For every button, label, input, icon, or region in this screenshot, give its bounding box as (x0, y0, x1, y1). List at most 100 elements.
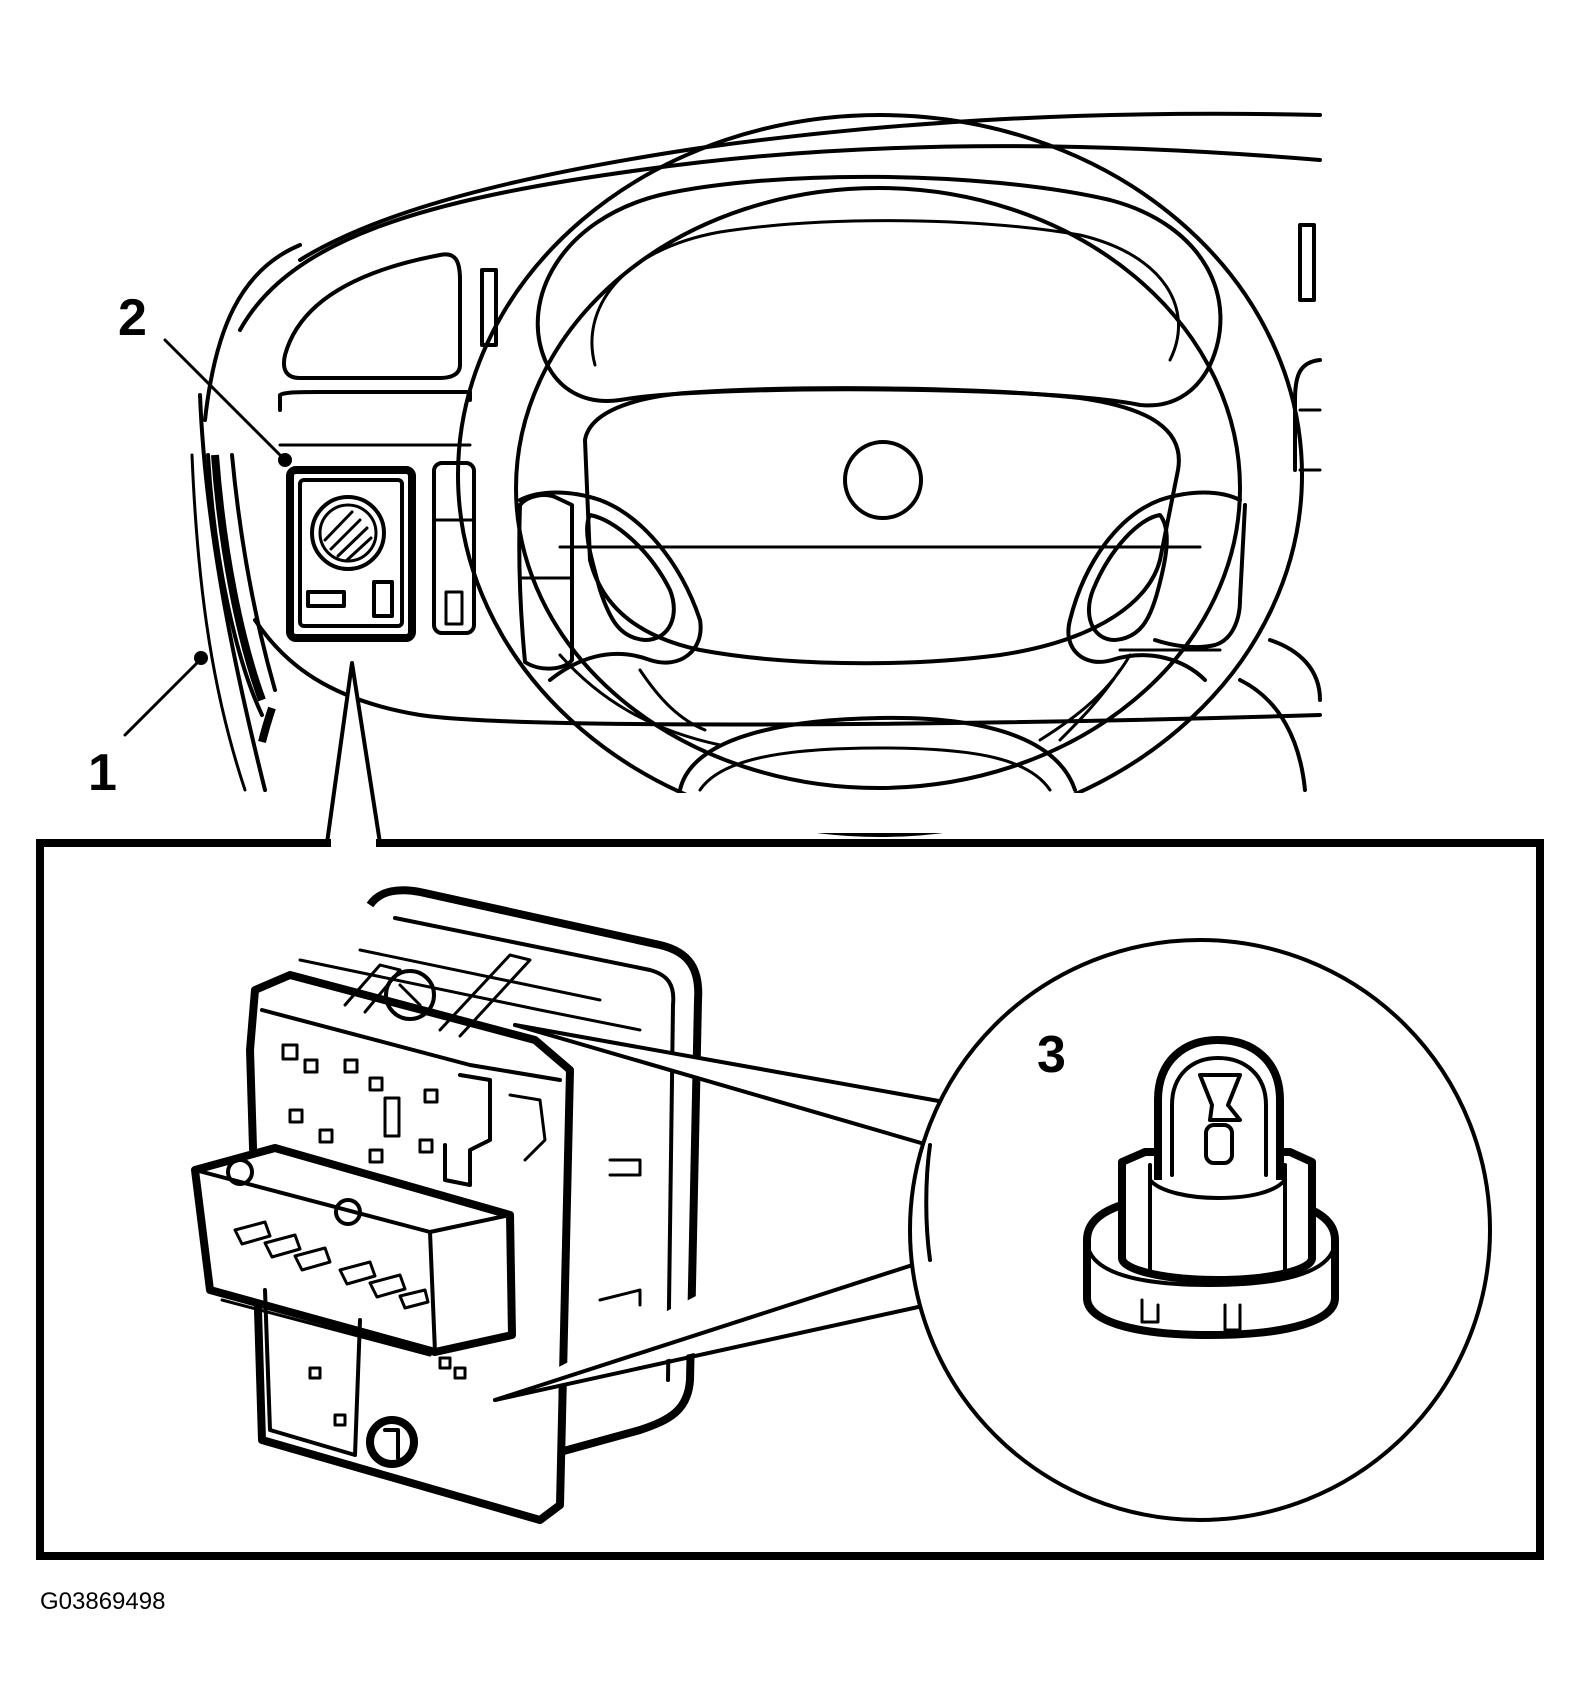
headlight-knob (310, 495, 386, 571)
horn-emblem (843, 440, 923, 520)
bulb-glass (1154, 1036, 1284, 1180)
right-spoke-button-pad (1153, 503, 1247, 650)
callout-1-dot (194, 651, 208, 665)
callout-label-3: 3 (1037, 1026, 1066, 1084)
cluster-hood (281, 252, 462, 380)
figure-id: G03869498 (40, 1588, 165, 1615)
switch-front-tab-9 (418, 1138, 434, 1154)
switch-front-tab-1 (281, 1043, 299, 1061)
lower-mount-screw (366, 1416, 418, 1468)
switch-front-tab-5 (288, 1108, 304, 1124)
switch-front-tab-6 (318, 1128, 334, 1144)
dash-left-edge (198, 393, 267, 792)
dash-top-contour-2 (238, 144, 1322, 332)
steering-wheel-rim-inner (514, 186, 1242, 790)
right-spoke-cutout (1087, 513, 1169, 642)
callout-2-leader (163, 338, 287, 462)
switch-side-rail-2 (598, 1288, 642, 1307)
upper-view-crop (240, 793, 1340, 833)
switch-front-tab-8 (368, 1148, 384, 1164)
dash-slot-upper (480, 268, 498, 347)
bulb-socket (1118, 1148, 1316, 1284)
switch-top-screw (384, 969, 436, 1021)
callout-label-1: 1 (88, 744, 117, 802)
detail-frame (36, 839, 1544, 1560)
switch-front-tab-4 (368, 1076, 384, 1092)
right-spoke-lower (1038, 653, 1132, 742)
magnifier-cone (495, 1025, 940, 1400)
connector-pin-1 (233, 1220, 272, 1246)
steering-wheel-rim-outer (456, 113, 1304, 837)
left-vent-slot (211, 454, 266, 702)
lower-tab-4 (333, 1413, 347, 1427)
left-spoke-lower (558, 653, 722, 747)
steering-wheel-upper-opening (535, 174, 1223, 408)
bulb-glass-inner (1170, 1056, 1268, 1177)
switch-housing-back-inner (393, 916, 676, 1382)
dash-top-contour (298, 111, 1322, 262)
left-spoke-outer (518, 490, 703, 682)
bulb-circle-gap-edge (924, 1143, 932, 1262)
switch-top-rib-2 (438, 953, 532, 1038)
headlight-switch-inner (298, 478, 404, 628)
left-spoke-button-pad (517, 493, 574, 671)
right-knee-contour (1238, 638, 1322, 792)
bulb-base-flange-top (1085, 1238, 1337, 1287)
switch-body-top-ridge-2 (358, 948, 602, 1002)
switch-side-rail-1 (608, 1158, 642, 1177)
bulb-filament-stem (1204, 1123, 1234, 1165)
connector-pin-5 (368, 1273, 407, 1299)
adjacent-switch-button (444, 590, 464, 626)
switch-body-top-rail (260, 1008, 562, 1082)
callout-label-2: 2 (118, 289, 147, 347)
magnifier-line-bottom (493, 1298, 952, 1402)
switch-front-slot (383, 1096, 401, 1138)
switch-front-tab-3 (343, 1058, 359, 1074)
callout-1-leader (123, 658, 202, 737)
connector-bolt-1 (226, 1158, 254, 1186)
lower-tab-3 (453, 1366, 467, 1380)
connector-front-face (428, 1230, 437, 1354)
steering-column-shroud (678, 715, 1077, 792)
cluster-hood-inner (278, 390, 472, 412)
detail-view (36, 838, 1544, 1560)
headlight-switch-button-right (372, 580, 394, 618)
magnifier-wedge (493, 1023, 930, 1402)
connector-pin-3 (293, 1246, 332, 1272)
dash-slot-right (1298, 223, 1316, 302)
headlight-switch-button-left (306, 590, 346, 608)
adjacent-switch-panel (432, 461, 476, 635)
bulb-filament (1198, 1073, 1242, 1122)
switch-latch (443, 1073, 492, 1187)
connector-bolt-2 (334, 1198, 362, 1226)
lower-tab-2 (438, 1356, 452, 1370)
switch-front-tab-2 (303, 1058, 319, 1074)
lower-mount-screw-head (383, 1428, 400, 1460)
dash-left-sweep (203, 243, 302, 422)
connector-pin-4 (338, 1260, 377, 1286)
lower-housing-panel (263, 1288, 362, 1457)
callout-2-dot (278, 453, 292, 467)
dashboard-view (123, 111, 1340, 837)
dash-left-edge-inner (190, 453, 247, 792)
panel-lower-contour (253, 618, 1322, 727)
left-knee-hook (258, 706, 276, 743)
steering-wheel-upper-opening-inner (590, 219, 1180, 367)
headlight-knob-grip (323, 510, 373, 563)
connector-pin-6 (398, 1288, 430, 1310)
switch-top-screw-slot (398, 983, 422, 1007)
bulb-flange-notch-1 (1140, 1298, 1160, 1324)
left-spoke-cutout (585, 513, 676, 642)
lower-tab-1 (308, 1366, 322, 1380)
steering-hub (583, 386, 1181, 666)
connector-ledge (220, 1298, 432, 1357)
left-vent-slot-outline (206, 453, 277, 717)
right-spoke-outer (1066, 490, 1242, 682)
steering-column-shroud-inner (698, 746, 1052, 792)
connector-pin-2 (263, 1233, 302, 1259)
switch-body-top-ridge (298, 958, 642, 1032)
bulb-socket-top (1148, 1178, 1287, 1200)
magnifier-line-top (513, 1023, 952, 1105)
switch-latch-2 (508, 1093, 547, 1162)
